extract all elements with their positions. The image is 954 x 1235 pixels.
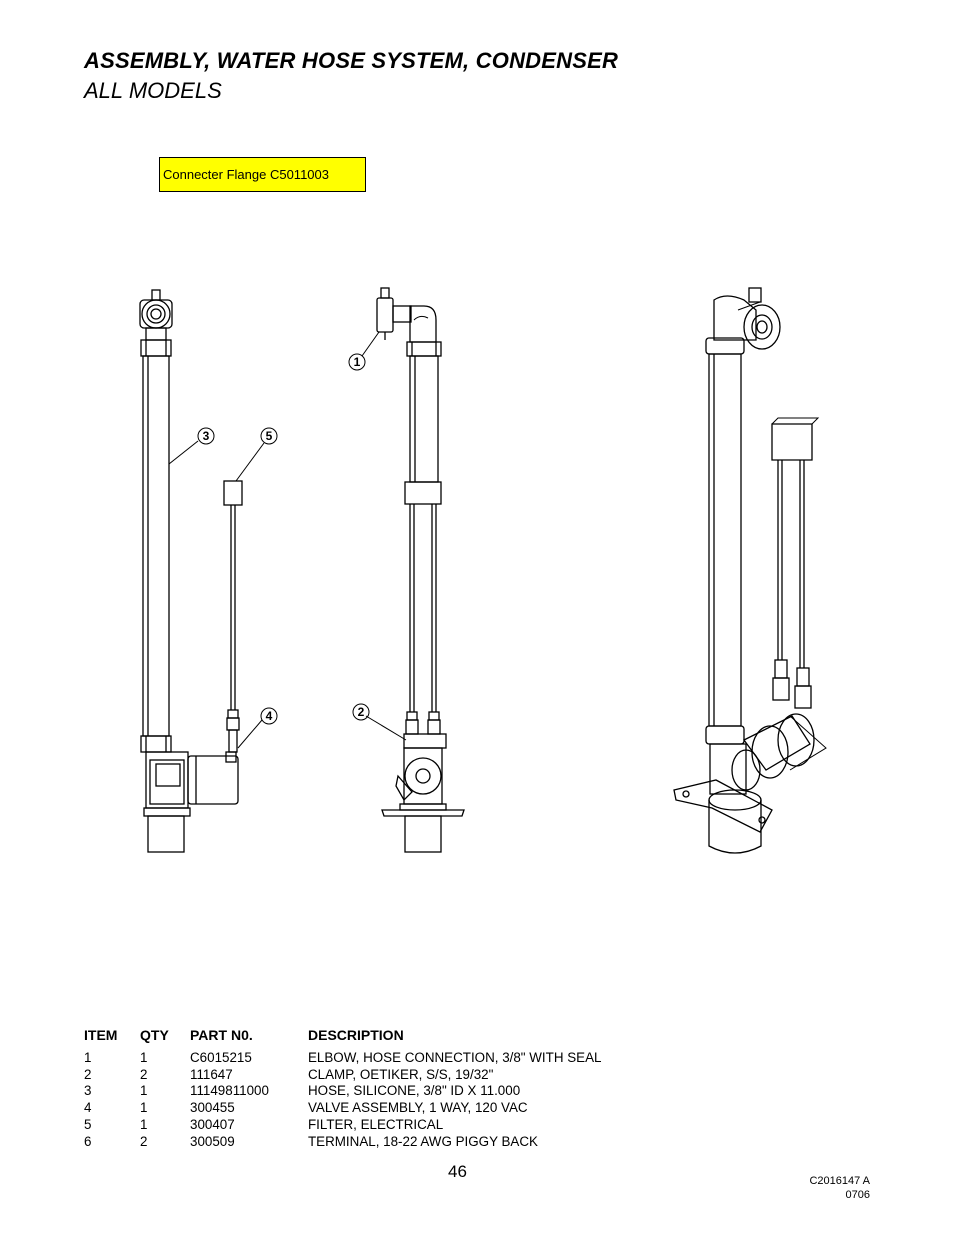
- item-cell: 3: [84, 1083, 92, 1099]
- description-cell: VALVE ASSEMBLY, 1 WAY, 120 VAC: [308, 1100, 528, 1116]
- item-cell: 1: [84, 1049, 92, 1065]
- document-id: C2016147 A 0706: [809, 1174, 870, 1202]
- page-title: ASSEMBLY, WATER HOSE SYSTEM, CONDENSER: [84, 48, 619, 73]
- qty-cell: 1: [140, 1083, 148, 1099]
- part-no-cell: 111647: [190, 1066, 233, 1082]
- qty-cell: 2: [140, 1133, 148, 1149]
- callout-3: 3: [203, 429, 210, 443]
- part-no-cell: 11149811000: [190, 1083, 269, 1099]
- date-code: 0706: [845, 1189, 870, 1201]
- table-row: 1 1 C6015215 ELBOW, HOSE CONNECTION, 3/8…: [84, 1050, 628, 1067]
- table-row: 3 1 11149811000 HOSE, SILICONE, 3/8" ID …: [84, 1083, 628, 1100]
- parts-table-header: ITEM QTY PART N0. DESCRIPTION: [84, 1027, 628, 1044]
- table-row: 5 1 300407 FILTER, ELECTRICAL: [84, 1117, 628, 1134]
- description-cell: ELBOW, HOSE CONNECTION, 3/8" WITH SEAL: [308, 1049, 602, 1065]
- qty-cell: 1: [140, 1116, 148, 1132]
- description-cell: HOSE, SILICONE, 3/8" ID X 11.000: [308, 1083, 521, 1099]
- callout-2: 2: [358, 705, 365, 719]
- center-view: [361, 287, 465, 853]
- table-row: 4 1 300455 VALVE ASSEMBLY, 1 WAY, 120 VA…: [84, 1100, 628, 1117]
- item-cell: 5: [84, 1116, 92, 1132]
- highlight-note: Connecter Flange C5011003: [159, 157, 366, 192]
- qty-cell: 1: [140, 1049, 148, 1065]
- item-cell: 2: [84, 1066, 92, 1082]
- callout-1: 1: [354, 355, 361, 369]
- header-item: ITEM: [84, 1027, 118, 1043]
- header-qty: QTY: [140, 1027, 169, 1043]
- qty-cell: 2: [140, 1066, 148, 1082]
- right-view: [673, 287, 827, 854]
- description-cell: CLAMP, OETIKER, S/S, 19/32": [308, 1066, 494, 1082]
- table-row: 2 2 111647 CLAMP, OETIKER, S/S, 19/32": [84, 1067, 628, 1084]
- callout-4: 4: [266, 709, 273, 723]
- page-subtitle: ALL MODELS: [84, 78, 222, 103]
- header-description: DESCRIPTION: [308, 1027, 404, 1043]
- left-view: [139, 289, 265, 853]
- header-part-no: PART N0.: [190, 1027, 253, 1043]
- item-cell: 6: [84, 1133, 92, 1149]
- part-no-cell: 300455: [190, 1100, 235, 1116]
- part-no-cell: 300509: [190, 1133, 235, 1149]
- description-cell: FILTER, ELECTRICAL: [308, 1116, 444, 1132]
- part-no-cell: C6015215: [190, 1049, 252, 1065]
- page-number: 46: [448, 1162, 467, 1181]
- parts-table: ITEM QTY PART N0. DESCRIPTION 1 1 C60152…: [84, 1027, 628, 1151]
- table-row: 6 2 300509 TERMINAL, 18-22 AWG PIGGY BAC…: [84, 1134, 628, 1151]
- part-no-cell: 300407: [190, 1116, 235, 1132]
- item-cell: 4: [84, 1100, 92, 1116]
- description-cell: TERMINAL, 18-22 AWG PIGGY BACK: [308, 1133, 538, 1149]
- qty-cell: 1: [140, 1100, 148, 1116]
- callout-5: 5: [266, 429, 273, 443]
- doc-number: C2016147 A: [809, 1175, 870, 1187]
